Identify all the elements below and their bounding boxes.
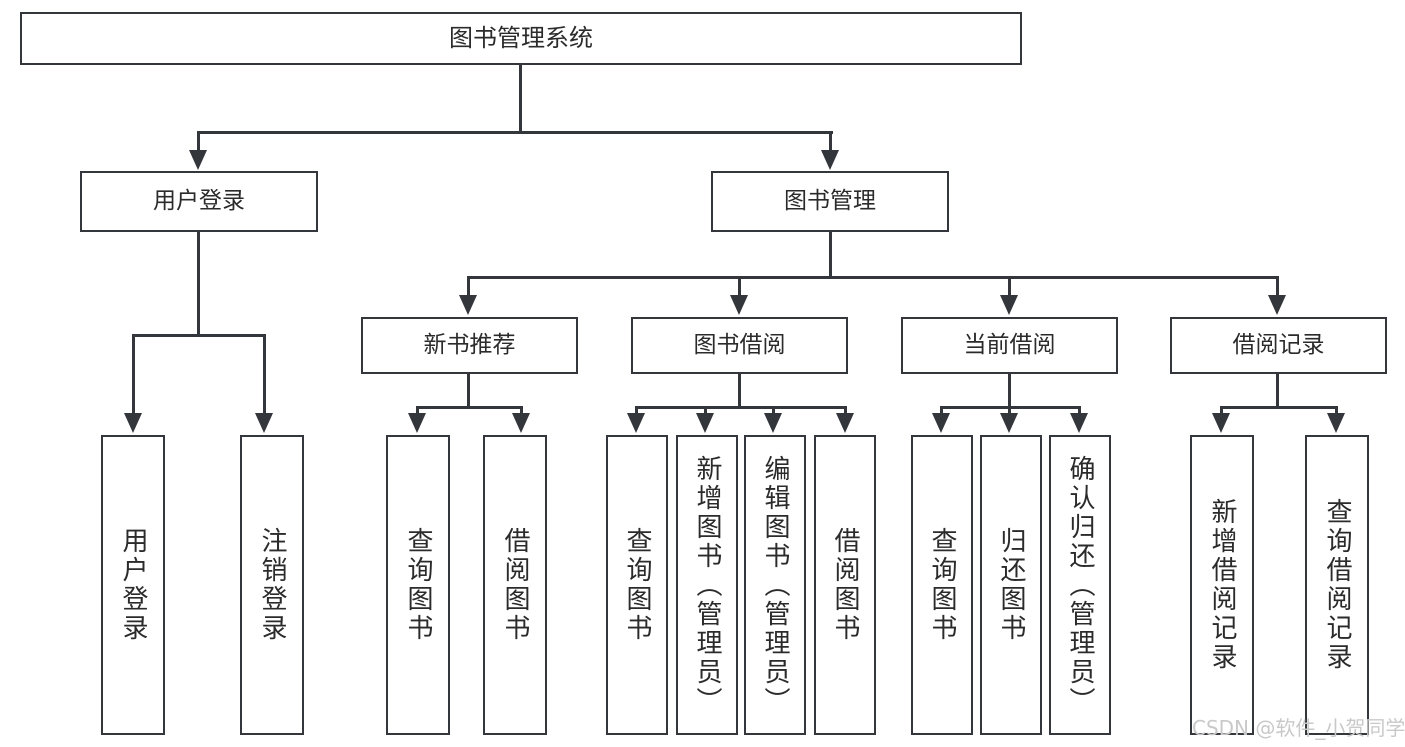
edge-book-borrow-to-leaf-0	[635, 406, 638, 418]
edge-borrow-record-to-leaf-0	[1220, 406, 1223, 418]
edge-borrow-record-to-leaf-1	[1335, 406, 1338, 418]
csdn-watermark: CSDN @软件_小贺同学	[1192, 716, 1405, 740]
arrowhead-current-borrow-leaf-0	[932, 413, 950, 433]
node-label: 当前借阅	[963, 331, 1056, 358]
edge-bm-to-new-book	[467, 276, 470, 298]
edge-bm-to-book-borrow	[738, 276, 741, 298]
leaf-new-book-query-books[interactable]: 查询图书	[386, 435, 450, 735]
leaf-book-borrow-add-book-admin[interactable]: 新增图书（管理员）	[676, 435, 738, 735]
edge-book-borrow-to-leaf-1	[704, 406, 707, 418]
node-label: 查询借阅记录	[1322, 498, 1352, 672]
arrowhead-borrow-record-leaf-0	[1212, 413, 1230, 433]
node-current-borrow[interactable]: 当前借阅	[901, 317, 1118, 374]
leaf-book-borrow-borrow-books[interactable]: 借阅图书	[814, 435, 876, 735]
arrowhead-current-borrow	[1000, 295, 1018, 315]
edge-new-book-bus	[416, 406, 523, 409]
edge-book-borrow-stem	[738, 374, 741, 408]
node-label: 图书借阅	[693, 331, 786, 358]
leaf-borrow-record-add-record[interactable]: 新增借阅记录	[1190, 435, 1254, 735]
edge-new-book-stem	[467, 374, 470, 408]
node-label: 归还图书	[996, 527, 1026, 643]
arrowhead-book-borrow-leaf-2	[764, 413, 782, 433]
edge-bm-to-borrow-record	[1276, 276, 1279, 298]
node-label: 借阅图书	[830, 527, 860, 643]
node-book-management[interactable]: 图书管理	[711, 171, 949, 232]
edge-book-management-bus	[467, 276, 1279, 279]
node-label: 新增借阅记录	[1207, 498, 1237, 672]
arrowhead-book-borrow-leaf-0	[627, 413, 645, 433]
edge-book-borrow-to-leaf-3	[844, 406, 847, 418]
node-label: 新增图书（管理员）	[692, 454, 722, 716]
edge-user-login-to-leaf-1	[263, 334, 266, 416]
node-label: 借阅记录	[1232, 331, 1325, 358]
edge-root-stem	[519, 65, 522, 133]
leaf-current-borrow-query-books[interactable]: 查询图书	[911, 435, 973, 735]
edge-book-borrow-to-leaf-2	[772, 406, 775, 418]
node-label: 图书管理系统	[449, 24, 593, 53]
arrowhead-borrow-record-leaf-1	[1327, 413, 1345, 433]
arrowhead-book-borrow-leaf-3	[836, 413, 854, 433]
arrowhead-new-book-recommend	[459, 295, 477, 315]
arrowhead-user-login-leaf-0	[124, 413, 142, 433]
arrowhead-book-borrow-leaf-1	[696, 413, 714, 433]
edge-new-book-to-leaf-1	[520, 406, 523, 418]
leaf-book-borrow-query-books[interactable]: 查询图书	[606, 435, 668, 735]
leaf-current-borrow-confirm-return-admin[interactable]: 确认归还（管理员）	[1049, 435, 1111, 735]
edge-root-to-book-management	[829, 131, 832, 153]
node-label: 编辑图书（管理员）	[760, 454, 790, 716]
arrowhead-book-borrow	[730, 295, 748, 315]
leaf-book-borrow-edit-book-admin[interactable]: 编辑图书（管理员）	[744, 435, 806, 735]
node-label: 查询图书	[927, 527, 957, 643]
edge-current-borrow-stem	[1008, 374, 1011, 408]
node-user-login[interactable]: 用户登录	[80, 171, 318, 232]
edge-user-login-stem	[197, 232, 200, 336]
node-label: 新书推荐	[423, 331, 516, 358]
leaf-new-book-borrow-books[interactable]: 借阅图书	[483, 435, 547, 735]
edge-new-book-to-leaf-0	[416, 406, 419, 418]
edge-current-borrow-to-leaf-2	[1078, 406, 1081, 418]
node-new-book-recommend[interactable]: 新书推荐	[361, 317, 578, 374]
node-root-book-management-system[interactable]: 图书管理系统	[20, 12, 1022, 65]
node-label: 图书管理	[784, 187, 876, 214]
node-label: 用户登录	[153, 187, 245, 214]
edge-borrow-record-stem	[1276, 374, 1279, 408]
node-label: 用户登录	[118, 527, 148, 643]
edge-current-borrow-to-leaf-0	[940, 406, 943, 418]
node-book-borrow[interactable]: 图书借阅	[631, 317, 848, 374]
edge-book-borrow-bus	[635, 406, 847, 409]
node-borrow-record[interactable]: 借阅记录	[1170, 317, 1387, 374]
edge-root-bus	[197, 131, 833, 134]
arrowhead-borrow-record	[1268, 295, 1286, 315]
arrowhead-current-borrow-leaf-2	[1070, 413, 1088, 433]
edge-borrow-record-bus	[1220, 406, 1338, 409]
edge-root-to-user-login	[197, 131, 200, 153]
leaf-user-login-login[interactable]: 用户登录	[101, 435, 165, 735]
leaf-current-borrow-return-books[interactable]: 归还图书	[980, 435, 1042, 735]
node-label: 查询图书	[622, 527, 652, 643]
edge-bm-to-current-borrow	[1008, 276, 1011, 298]
edge-user-login-bus	[132, 334, 266, 337]
edge-book-management-stem	[829, 232, 832, 278]
edge-user-login-to-leaf-0	[132, 334, 135, 416]
arrowhead-book-management	[821, 150, 839, 170]
node-label: 借阅图书	[500, 527, 530, 643]
arrowhead-current-borrow-leaf-1	[1000, 413, 1018, 433]
node-label: 注销登录	[257, 527, 287, 643]
arrowhead-new-book-leaf-1	[512, 413, 530, 433]
arrowhead-user-login	[189, 150, 207, 170]
leaf-user-login-logout[interactable]: 注销登录	[240, 435, 304, 735]
node-label: 确认归还（管理员）	[1065, 454, 1095, 716]
leaf-borrow-record-query-record[interactable]: 查询借阅记录	[1305, 435, 1369, 735]
edge-current-borrow-to-leaf-1	[1008, 406, 1011, 418]
arrowhead-user-login-leaf-1	[255, 413, 273, 433]
arrowhead-new-book-leaf-0	[408, 413, 426, 433]
node-label: 查询图书	[403, 527, 433, 643]
